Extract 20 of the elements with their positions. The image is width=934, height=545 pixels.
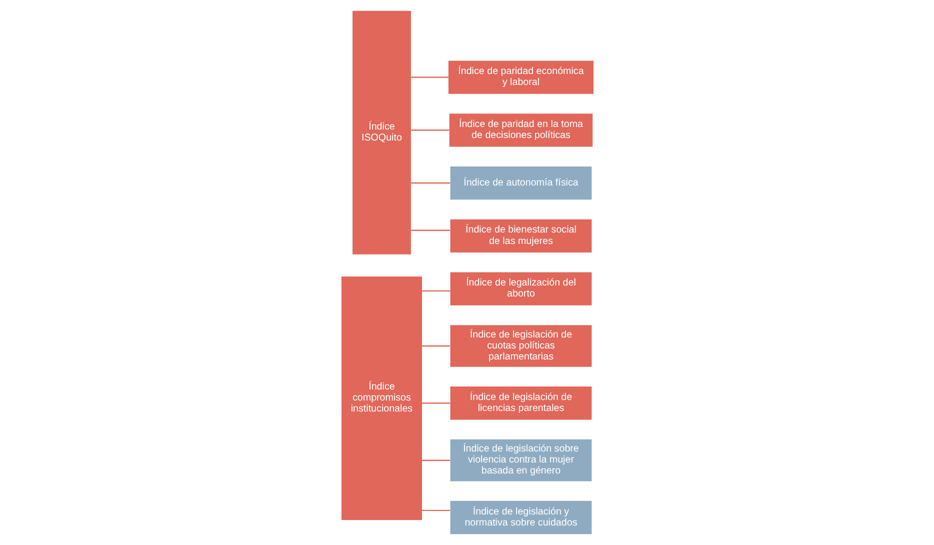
node-box: Índice de legalización del aborto [450, 272, 592, 306]
connector [422, 460, 450, 461]
node-box: Índice de paridad en la toma de decisiones políticas [448, 114, 592, 147]
node-box: Índice de legislación de licencias parentales [450, 386, 592, 420]
connector [410, 182, 450, 184]
connector [422, 290, 450, 292]
connector [422, 510, 450, 512]
node-box: Índice de legislación sobre violencia contra la mujer basada en género [450, 439, 592, 482]
node-box: Índice de legislación de cuotas políticas parlamentarias [450, 325, 592, 367]
node-box: Índice ISOQuito [352, 10, 410, 254]
connector [422, 402, 450, 404]
node-box: Índice de bienestar social de las mujeres [450, 219, 592, 253]
node-box: Índice de autonomía física [450, 166, 592, 200]
connector [410, 130, 449, 131]
node-box: Índice de paridad económica y laboral [448, 60, 594, 94]
connector [410, 230, 450, 231]
node-box: Índice compromisos institucionales [340, 276, 422, 520]
connector [422, 345, 450, 347]
node-box: Índice de legislación y normativa sobre cuidados [450, 500, 592, 534]
connector [410, 76, 448, 78]
